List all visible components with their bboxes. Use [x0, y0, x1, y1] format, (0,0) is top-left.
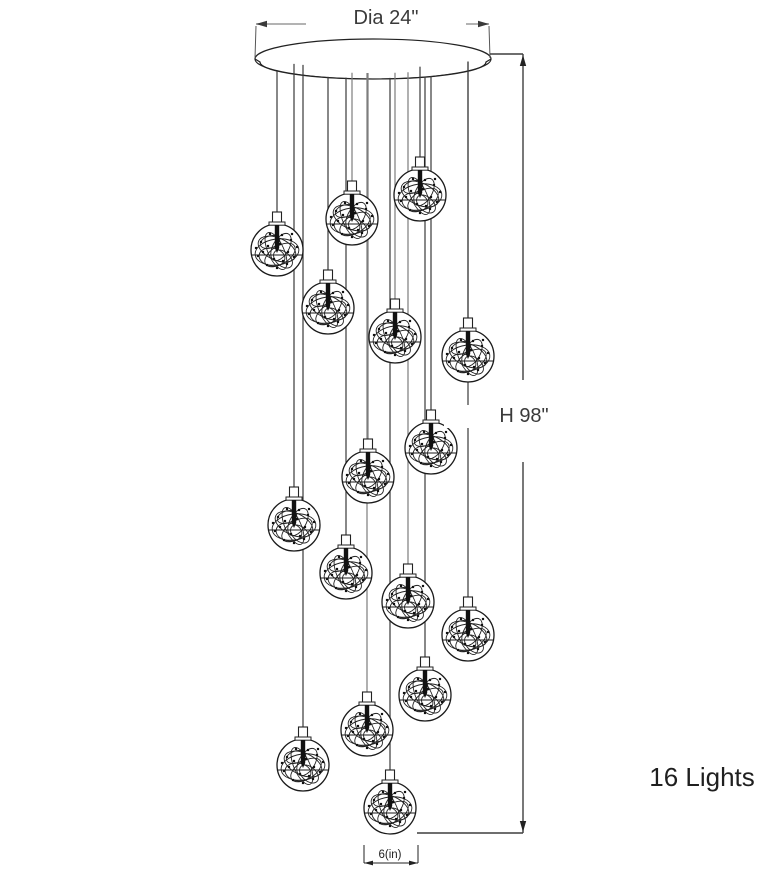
pendant-globe-2 [326, 181, 378, 245]
pendant-globe-8 [342, 439, 394, 503]
pendant-globe-9 [268, 487, 320, 551]
suspension-wires [276, 61, 469, 771]
globe-width-dimension-label: 6(in) [378, 849, 402, 861]
pendant-globe-15 [277, 727, 329, 791]
pendant-globe-6 [442, 318, 494, 382]
diameter-dimension-label: Dia 24" [306, 7, 466, 30]
pendant-globe-16 [364, 770, 416, 834]
pendant-globe-3 [394, 157, 446, 221]
pendant-globe-10 [320, 535, 372, 599]
lights-count-label: 16 Lights [622, 762, 780, 793]
pendant-globes [251, 157, 494, 834]
pendant-globe-1 [251, 212, 303, 276]
pendant-globe-13 [399, 657, 451, 721]
pendant-globe-5 [369, 299, 421, 363]
ceiling-canopy [254, 38, 492, 80]
height-dimension-label: H 98" [444, 405, 604, 428]
pendant-globe-14 [341, 692, 393, 756]
pendant-globe-12 [442, 597, 494, 661]
